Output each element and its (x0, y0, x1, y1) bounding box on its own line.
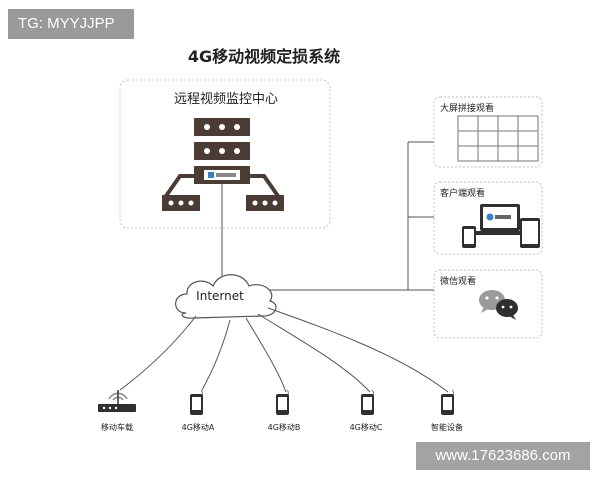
panel-big-screen (433, 96, 543, 168)
internet-cloud-icon (175, 274, 277, 319)
wechat-icon (479, 290, 518, 320)
panel-client (433, 181, 543, 255)
device-label-mobile-c: 4G移动C (350, 422, 383, 432)
phone-icon (462, 226, 476, 248)
diagram-title: 4G移动视频定损系统 (188, 47, 340, 66)
smart-device-icon (441, 389, 454, 415)
panel-wechat-label: 微信观看 (440, 275, 476, 287)
panel-wechat (433, 269, 543, 339)
monitoring-center-box (119, 79, 331, 229)
viewing-links (270, 141, 434, 291)
laptop-icon (474, 204, 526, 235)
telegram-watermark-tag: TG: MYYJJPP (8, 9, 134, 39)
mobile-c-icon (361, 389, 374, 415)
website-watermark: www.17623686.com (416, 442, 590, 470)
vehicle-dvr-icon (98, 390, 136, 412)
device-links (119, 307, 449, 393)
device-label-vehicle: 移动车载 (101, 422, 133, 432)
device-label-mobile-b: 4G移动B (268, 422, 301, 432)
server-icon (162, 118, 284, 211)
mobile-a-icon (190, 389, 203, 415)
panel-big-screen-label: 大屏拼接观看 (440, 102, 494, 114)
device-label-smart: 智能设备 (431, 422, 463, 432)
panel-client-label: 客户端观看 (440, 187, 485, 199)
video-wall-grid-icon (457, 115, 539, 162)
tablet-icon (520, 218, 540, 248)
internet-label: Internet (196, 289, 244, 303)
mobile-b-icon (276, 389, 289, 415)
monitoring-center-label: 远程视频监控中心 (174, 92, 278, 107)
device-label-mobile-a: 4G移动A (182, 422, 215, 432)
